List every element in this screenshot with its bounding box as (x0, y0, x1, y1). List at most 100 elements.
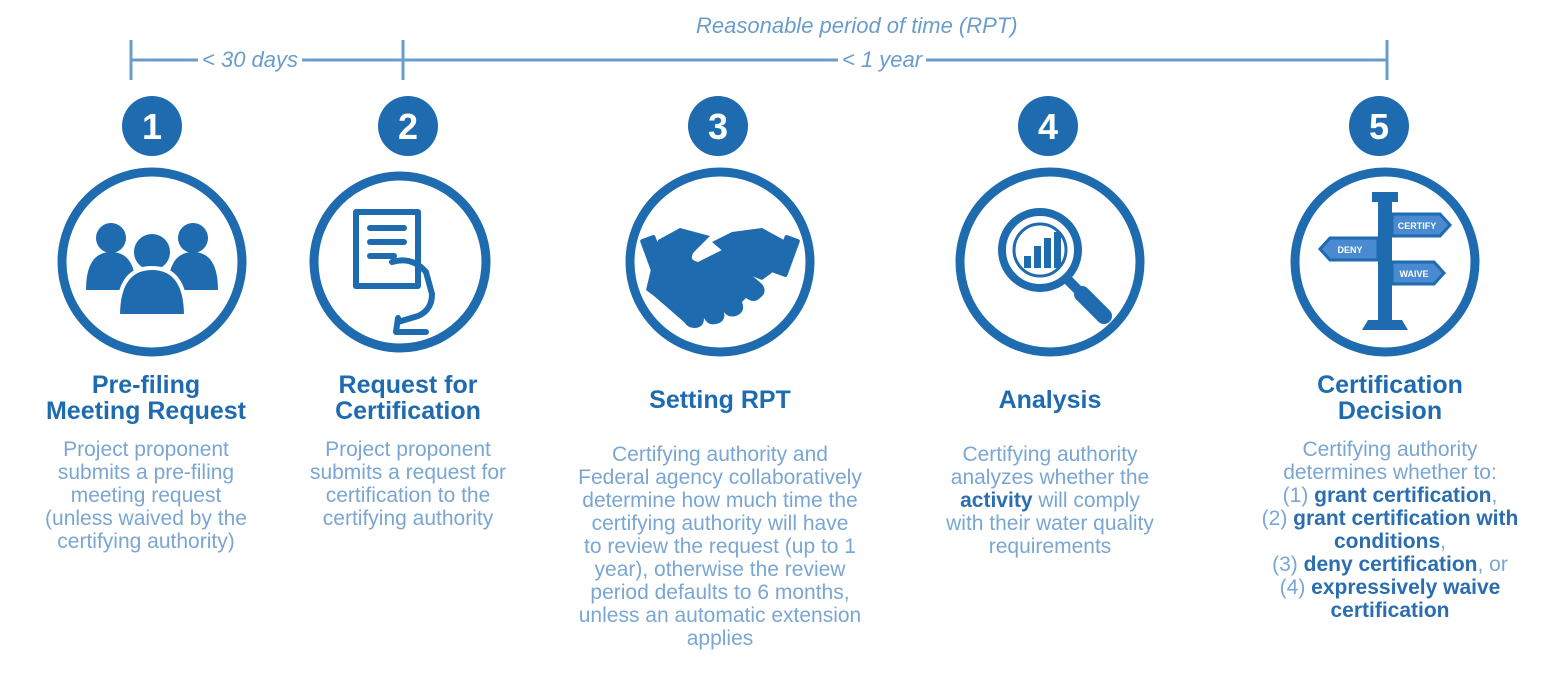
segment-2-label: < 1 year (838, 47, 927, 73)
signpost-icon: CERTIFY DENY WAIVE (1317, 192, 1453, 330)
description-line: certifying authority will have (565, 512, 875, 535)
text-segment: (unless waived by the (45, 507, 247, 530)
magnifier-chart-icon (998, 208, 1112, 324)
description-line: Federal agency collaboratively (565, 466, 875, 489)
text-segment: certifying authority) (57, 530, 235, 553)
signpost-label-certify: CERTIFY (1398, 221, 1437, 231)
step-2-badge: 2 (378, 96, 438, 156)
text-segment: (1) (1282, 484, 1315, 507)
description-line: meeting request (1, 484, 291, 507)
text-segment: meeting request (70, 484, 222, 507)
text-segment: determine how much time the (582, 489, 858, 512)
title-line: Certification (1317, 371, 1463, 399)
emphasis-text: grant certification with (1293, 507, 1519, 530)
emphasis-text: expressively waive (1311, 576, 1501, 599)
text-segment: certification (1330, 599, 1450, 622)
text-segment: year), otherwise the review (594, 558, 846, 581)
description-line: applies (565, 627, 875, 650)
title-line: Setting RPT (649, 386, 791, 414)
description-line: period defaults to 6 months, (565, 581, 875, 604)
description-line: Certifying authority (905, 443, 1195, 466)
text-segment: submits a request for (309, 461, 507, 484)
handshake-icon (640, 228, 800, 328)
emphasis-text: conditions (1333, 530, 1441, 553)
text-segment: certifying authority will have (591, 512, 849, 535)
step-5-badge: 5 (1349, 96, 1409, 156)
signpost-label-waive: WAIVE (1399, 269, 1428, 279)
title-line: Pre-filing (91, 371, 201, 399)
text-segment: period defaults to 6 months, (590, 581, 850, 604)
text-segment: (2) (1261, 507, 1294, 530)
description-line: Project proponent (263, 438, 553, 461)
text-segment: , or (1477, 553, 1508, 576)
description-line: determines whether to: (1240, 461, 1540, 484)
text-segment: Certifying authority and (612, 443, 828, 466)
step-3-title: Setting RPT (565, 387, 875, 413)
description-line: certification (1240, 599, 1540, 622)
group-of-people-icon (86, 223, 218, 318)
step-5-number: 5 (1369, 106, 1389, 147)
step-1-ring (57, 167, 247, 357)
text-segment: certifying authority (322, 507, 494, 530)
description-line: (unless waived by the (1, 507, 291, 530)
emphasis-text: grant certification (1314, 484, 1492, 507)
step-1-number: 1 (142, 106, 162, 147)
title-line: Request for (338, 371, 478, 399)
title-line: Certification (335, 397, 481, 425)
step-5-ring (1290, 167, 1480, 357)
timeline (129, 40, 1389, 80)
step-4-number: 4 (1038, 106, 1058, 147)
title-line: Decision (1337, 397, 1443, 425)
description-line: (2) grant certification with (1240, 507, 1540, 530)
text-segment: submits a pre-filing (57, 461, 235, 484)
text-segment: Certifying authority (1302, 438, 1478, 461)
text-segment: applies (686, 627, 754, 650)
description-line: (4) expressively waive (1240, 576, 1540, 599)
description-line: (3) deny certification, or (1240, 553, 1540, 576)
step-3-number: 3 (708, 106, 728, 147)
text-segment: certification to the (325, 484, 491, 507)
description-line: (1) grant certification, (1240, 484, 1540, 507)
emphasis-text: deny certification (1303, 553, 1478, 576)
text-segment: with their water quality (946, 512, 1154, 535)
description-line: submits a pre-filing (1, 461, 291, 484)
description-line: with their water quality (905, 512, 1195, 535)
description-line: Certifying authority (1240, 438, 1540, 461)
description-line: year), otherwise the review (565, 558, 875, 581)
description-line: unless an automatic extension (565, 604, 875, 627)
text-segment: Certifying authority (962, 443, 1138, 466)
text-segment: Federal agency collaboratively (578, 466, 862, 489)
description-line: requirements (905, 535, 1195, 558)
description-line: certifying authority) (1, 530, 291, 553)
text-segment: , (1440, 530, 1446, 553)
rpt-label: Reasonable period of time (RPT) (692, 13, 1022, 39)
text-segment: to review the request (up to 1 (584, 535, 856, 558)
text-segment: Project proponent (63, 438, 229, 461)
description-line: analyzes whether the (905, 466, 1195, 489)
description-line: submits a request for (263, 461, 553, 484)
signpost-label-deny: DENY (1337, 245, 1362, 255)
text-segment: analyzes whether the (950, 466, 1150, 489)
title-line: Meeting Request (45, 397, 247, 425)
description-line: to review the request (up to 1 (565, 535, 875, 558)
description-line: conditions, (1240, 530, 1540, 553)
emphasis-text: activity (960, 489, 1033, 512)
description-line: determine how much time the (565, 489, 875, 512)
step-3-badge: 3 (688, 96, 748, 156)
step-3-ring (625, 167, 815, 357)
step-4-ring (955, 167, 1145, 357)
text-segment: will comply (1032, 489, 1140, 512)
